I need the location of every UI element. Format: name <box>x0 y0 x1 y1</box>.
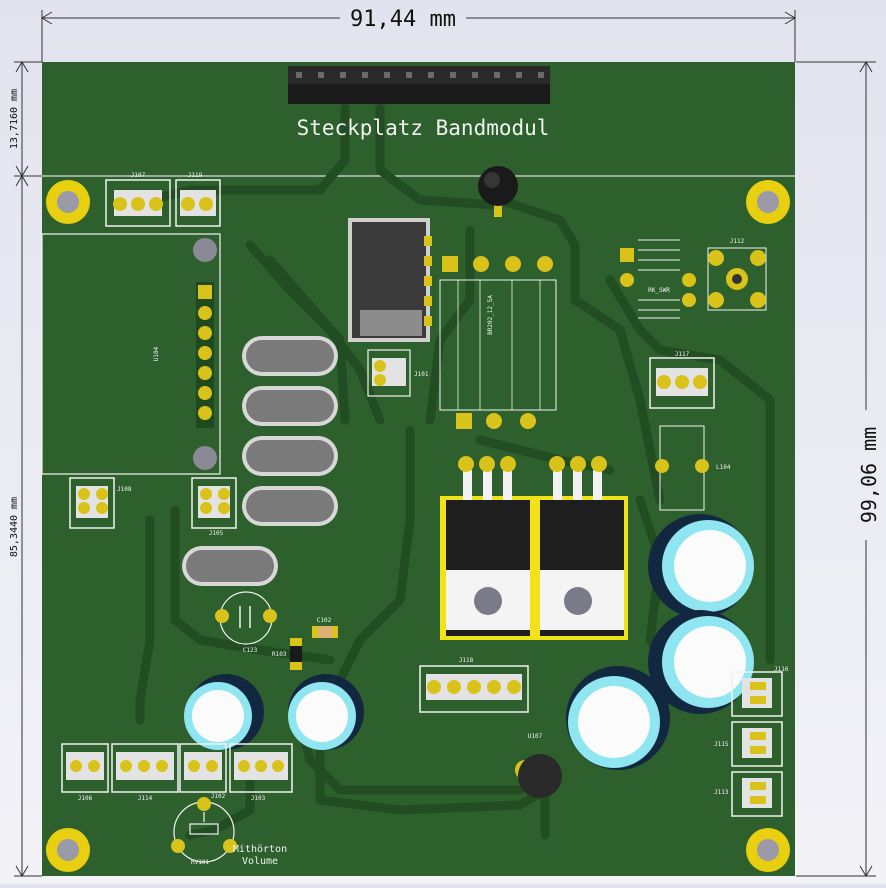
electrolytic-capacitors-left <box>184 674 364 750</box>
label-j103: J103 <box>251 795 266 802</box>
module-u104 <box>41 233 221 475</box>
connector-j117 <box>649 357 715 409</box>
trimmer-c123 <box>215 591 277 645</box>
connector-j112 <box>707 247 767 311</box>
label-j107: J107 <box>131 172 146 179</box>
label-c102: C102 <box>317 617 332 624</box>
label-j108: J108 <box>117 486 132 493</box>
label-j105: J105 <box>209 530 224 537</box>
label-r103: R103 <box>272 651 287 658</box>
label-c123: C123 <box>243 647 258 654</box>
label-j112: J112 <box>730 238 745 245</box>
label-j118: J118 <box>459 657 474 664</box>
dimension-lines <box>14 10 876 877</box>
board-title: Steckplatz Bandmodul <box>297 116 550 140</box>
connector-j103 <box>229 743 293 793</box>
smd-capacitor-c102 <box>312 626 338 638</box>
connector-j115 <box>731 721 783 767</box>
electrolytic-capacitors-right <box>566 514 754 770</box>
band-module-connector <box>288 66 550 104</box>
connector-j102 <box>179 743 227 793</box>
connector-j107 <box>105 179 171 227</box>
label-bridge: BR202_12_5A <box>487 295 494 335</box>
pot-caption-line1: Mithörton <box>233 844 287 855</box>
connector-j106 <box>61 743 109 793</box>
label-j113: J113 <box>714 789 729 796</box>
relay <box>348 218 432 342</box>
mounting-holes <box>46 180 790 872</box>
smd-resistor-r103 <box>290 638 302 670</box>
inductor-l104 <box>655 425 709 511</box>
rk-swr-component <box>620 239 696 319</box>
label-u104: U104 <box>153 346 160 361</box>
bridge-rectifier <box>439 256 557 429</box>
jumper-j101 <box>367 349 411 397</box>
label-u107: U107 <box>528 733 543 740</box>
connector-j116 <box>731 671 783 717</box>
connector-j113 <box>731 771 783 817</box>
label-j119: J119 <box>188 172 203 179</box>
dimension-top-section: 13,7160 mm <box>9 89 20 149</box>
label-j117: J117 <box>675 351 690 358</box>
connector-j118 <box>419 665 529 713</box>
pot-caption-line2: Volume <box>242 856 278 867</box>
dimension-height: 99,06 mm <box>857 427 881 523</box>
transistor-u107 <box>515 754 562 798</box>
label-j114: J114 <box>138 795 153 802</box>
label-rv101: RV101 <box>191 859 209 866</box>
label-j102: J102 <box>211 793 226 800</box>
dimension-lower-section: 85,3440 mm <box>9 497 20 557</box>
potentiometer-rv101 <box>171 797 237 863</box>
label-j101: J101 <box>414 371 429 378</box>
voltage-regulators <box>440 456 628 640</box>
label-rk-swr: RK_SWR <box>648 287 670 294</box>
dimension-width: 91,44 mm <box>350 7 456 32</box>
label-j115: J115 <box>714 741 729 748</box>
transistor-top <box>478 166 518 217</box>
label-l104: L104 <box>716 464 731 471</box>
connector-j114 <box>111 743 179 793</box>
connector-j108 <box>69 477 115 529</box>
label-j116: J116 <box>774 666 789 673</box>
connector-j119 <box>175 179 221 227</box>
label-j106: J106 <box>78 795 93 802</box>
crystals <box>182 336 338 586</box>
connector-j105 <box>191 477 237 529</box>
